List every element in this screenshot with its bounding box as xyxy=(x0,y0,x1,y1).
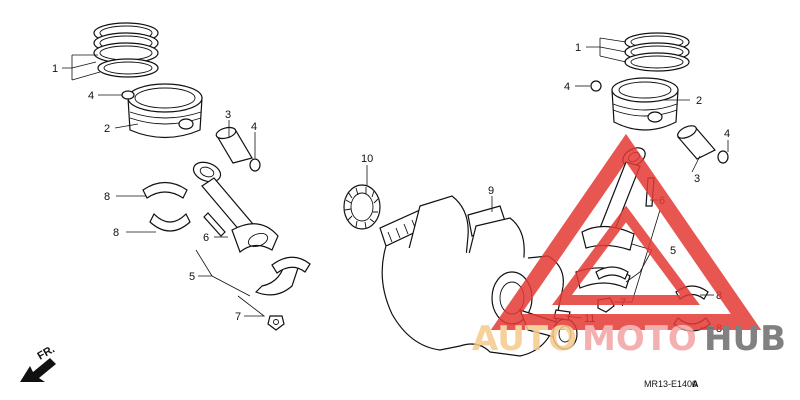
callout-3-right: 3 xyxy=(694,173,700,185)
watermark-moto: MOTO xyxy=(582,319,697,359)
callout-4-left-top: 4 xyxy=(88,90,94,102)
callout-10: 10 xyxy=(361,153,373,165)
left-piston-rings xyxy=(93,22,159,78)
callout-8-left-bottom: 8 xyxy=(113,227,119,239)
callout-3-left: 3 xyxy=(225,109,231,121)
callout-4-left-pin: 4 xyxy=(251,121,257,133)
callout-5-left: 5 xyxy=(189,271,195,283)
callout-1-left: 1 xyxy=(52,63,58,75)
callout-8-left-top: 8 xyxy=(104,191,110,203)
right-piston xyxy=(611,77,679,131)
watermark-auto: AUTO xyxy=(472,319,577,359)
callout-5-right: 5 xyxy=(670,245,676,257)
left-nut-7 xyxy=(267,315,285,331)
drawing-code-text: MR13-E1400 xyxy=(644,379,697,389)
left-bearing-shells xyxy=(142,181,311,274)
left-piston-pin xyxy=(215,126,253,164)
callout-2-left: 2 xyxy=(104,123,110,135)
left-piston xyxy=(127,83,203,139)
watermark: AUTO MOTO HUB xyxy=(472,133,786,359)
callout-4-right-pin: 4 xyxy=(724,128,730,140)
right-circlip-4c xyxy=(590,80,602,92)
left-circlip-4b xyxy=(249,158,261,172)
right-circlip-4d xyxy=(717,150,729,164)
right-piston-pin xyxy=(677,125,716,160)
front-arrow-icon xyxy=(20,358,56,382)
left-rod-bolt-6 xyxy=(203,212,226,237)
callout-2-right: 2 xyxy=(696,95,702,107)
callout-1-right: 1 xyxy=(575,42,581,54)
callout-7-left: 7 xyxy=(235,311,241,323)
callout-6-left: 6 xyxy=(203,232,209,244)
left-circlip-4a xyxy=(121,90,135,100)
left-connecting-rod xyxy=(192,161,279,253)
watermark-hub: HUB xyxy=(704,319,786,359)
needle-bearing xyxy=(343,184,381,230)
callout-4-right-top: 4 xyxy=(564,81,570,93)
front-marker-label: FR. xyxy=(36,343,57,362)
watermark-triangle-icon xyxy=(490,133,762,330)
drawing-code: MR13-E1400 A xyxy=(644,379,699,389)
right-piston-rings xyxy=(624,32,690,72)
callout-9: 9 xyxy=(488,185,494,197)
drawing-code-suffix: A xyxy=(692,379,699,389)
